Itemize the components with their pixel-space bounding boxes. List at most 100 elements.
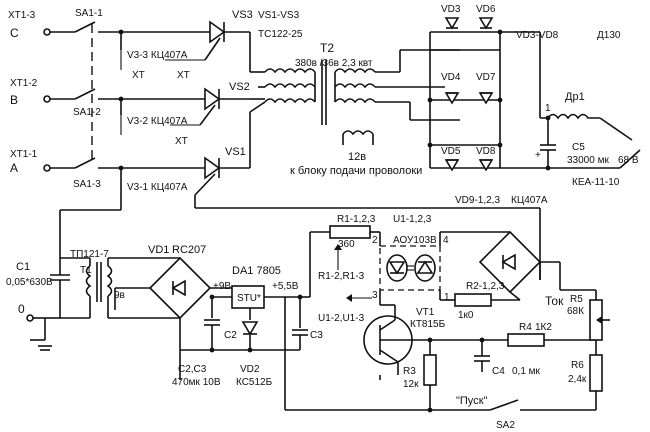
vs-group-label: VS1-VS3 — [258, 10, 300, 21]
zener-vd2 — [241, 321, 259, 336]
thyristor-vs1 — [204, 156, 221, 180]
opto-v3-1-label: V3-1 КЦ407А — [127, 182, 188, 193]
sa1-3-label: SA1-3 — [73, 179, 101, 190]
t1-secondary — [106, 265, 113, 297]
diode-vd8 — [478, 159, 494, 172]
rectifier-bridge: VD3 VD6 VD4 VD7 VD5 VD8 VD3-VD8 Д130 — [427, 4, 621, 172]
connector-b-label: XT1-2 — [10, 78, 38, 89]
vd2-label: VD2 — [240, 364, 260, 375]
xt-label-3: XT — [175, 136, 188, 147]
r5-label: R5 — [570, 294, 583, 305]
v55-label: +5,5В — [272, 281, 299, 292]
phase-inputs: C XT1-3 B XT1-2 A XT1-1 SA1-1 SA1-2 SA1-… — [8, 8, 220, 210]
thyristor-vs2 — [204, 87, 221, 111]
vd9-type-label: КЦ407А — [511, 195, 548, 206]
c5-label: C5 — [572, 142, 585, 153]
r5-value-label: 68К — [567, 306, 584, 317]
trigger-stage: R1-1,2,3 360 2 4 3 1 U1-1,2,3 АОУ103В R1… — [284, 214, 610, 431]
connector-a-label: XT1-1 — [10, 149, 38, 160]
control-psu: C1 0,05*630В ТП121-7 T1 9в 0 VD1 RC207 D… — [6, 232, 323, 388]
connector-a — [43, 164, 51, 172]
vt1-type-label: КТ815Б — [410, 319, 446, 330]
r6-label: R6 — [571, 360, 584, 371]
t1-primary — [85, 265, 92, 297]
t1-label: T1 — [80, 265, 92, 276]
phase-b-label: B — [10, 93, 18, 107]
output-filter: Др1 1 C5 + 33000 мк 68 В КЕА-11-10 — [535, 91, 641, 188]
thyristors: VS3 VS2 VS1 VS1-VS3 ТС122-25 V3-3 КЦ407А… — [120, 9, 303, 196]
diode-vd6 — [478, 17, 494, 30]
switch-sa1-1 — [74, 21, 96, 33]
r2-value-label: 1к0 — [458, 310, 474, 321]
vd2-type-label: КС512Б — [236, 377, 273, 388]
r12-label: R1-2,R1-3 — [318, 271, 365, 282]
vd6-label: VD6 — [476, 4, 496, 15]
c5-voltage-label: 68 В — [618, 155, 639, 166]
vd3-label: VD3 — [441, 4, 461, 15]
sa1-2-label: SA1-2 — [73, 107, 101, 118]
resistor-r6 — [589, 354, 603, 392]
diode-vd4 — [444, 92, 460, 105]
resistor-r4 — [507, 333, 545, 347]
sa2-label: SA2 — [496, 420, 515, 431]
choke-pin-label: 1 — [545, 103, 551, 114]
t2-rating-label: 380в /36в 2,3 квт — [295, 58, 373, 69]
u1-23-label: U1-2,U1-3 — [318, 313, 365, 324]
connector-c-label: XT1-3 — [8, 10, 36, 21]
c23-label: C2,C3 — [178, 364, 207, 375]
switch-sa1-3 — [74, 157, 96, 169]
xt-label-1: XT — [132, 70, 145, 81]
tok-label: Ток — [545, 294, 564, 308]
thyristor-vs3 — [209, 20, 226, 44]
phase-a-label: A — [10, 161, 18, 175]
resistor-r1 — [329, 225, 371, 239]
choke-label: Др1 — [565, 91, 585, 103]
t2-primary-b — [264, 83, 316, 89]
output-terminal-plus — [599, 117, 633, 141]
vs1-label: VS1 — [225, 146, 246, 158]
diode-vd5 — [444, 159, 460, 172]
pin3-label: 3 — [372, 290, 378, 301]
t1-out-label: 9в — [114, 290, 125, 301]
r3-value-label: 12к — [403, 379, 419, 390]
vd4-label: VD4 — [441, 72, 461, 83]
diode-vd7 — [478, 92, 494, 105]
c1-label: C1 — [16, 261, 30, 273]
vd9-link: VD9-1,2,3 КЦ407А — [59, 195, 548, 280]
t1-type-label: ТП121-7 — [70, 249, 109, 260]
c5-plus-label: + — [535, 150, 541, 161]
c2-label: C2 — [224, 330, 237, 341]
choke-dr1 — [540, 113, 600, 120]
t2-primary-c — [264, 68, 316, 74]
output-terminal-minus — [619, 149, 641, 169]
c1-value-label: 0,05*630В — [6, 277, 53, 288]
stu-label: STU* — [237, 293, 261, 304]
switch-sa2[interactable] — [489, 399, 519, 411]
start-label: "Пуск" — [456, 395, 488, 407]
r2-label: R2-1,2,3 — [466, 281, 505, 292]
resistor-r2 — [454, 293, 492, 307]
diode-vd3 — [444, 17, 460, 30]
c4-value-label: 0,1 мк — [512, 366, 541, 377]
da1-label: DA1 7805 — [232, 265, 281, 277]
sa1-1-label: SA1-1 — [75, 8, 103, 19]
vd1-type-label: RC207 — [172, 244, 206, 256]
t2-note-label: к блоку подачи проволоки — [290, 165, 422, 177]
transformer-t2: T2 380в /36в 2,3 квт 12в к блоку подачи … — [249, 32, 460, 177]
t2-primary-a — [264, 98, 316, 104]
t2-12v-label: 12в — [348, 151, 366, 163]
u1-type-label: АОУ103В — [393, 235, 437, 246]
switch-sa1-2 — [74, 88, 96, 100]
xt-label-2: XT — [177, 70, 190, 81]
pin1-label: 1 — [444, 292, 450, 303]
zero-label: 0 — [18, 302, 25, 316]
vs-type-label: ТС122-25 — [258, 29, 303, 40]
t2-secondary-c — [334, 68, 376, 74]
zero-terminal — [26, 314, 34, 322]
connector-c — [43, 28, 51, 36]
t2-secondary-a — [334, 98, 376, 104]
vs3-label: VS3 — [232, 9, 253, 21]
opto-v3-3-label: V3-3 КЦ407А — [127, 50, 188, 61]
u1-label: U1-1,2,3 — [393, 214, 432, 225]
